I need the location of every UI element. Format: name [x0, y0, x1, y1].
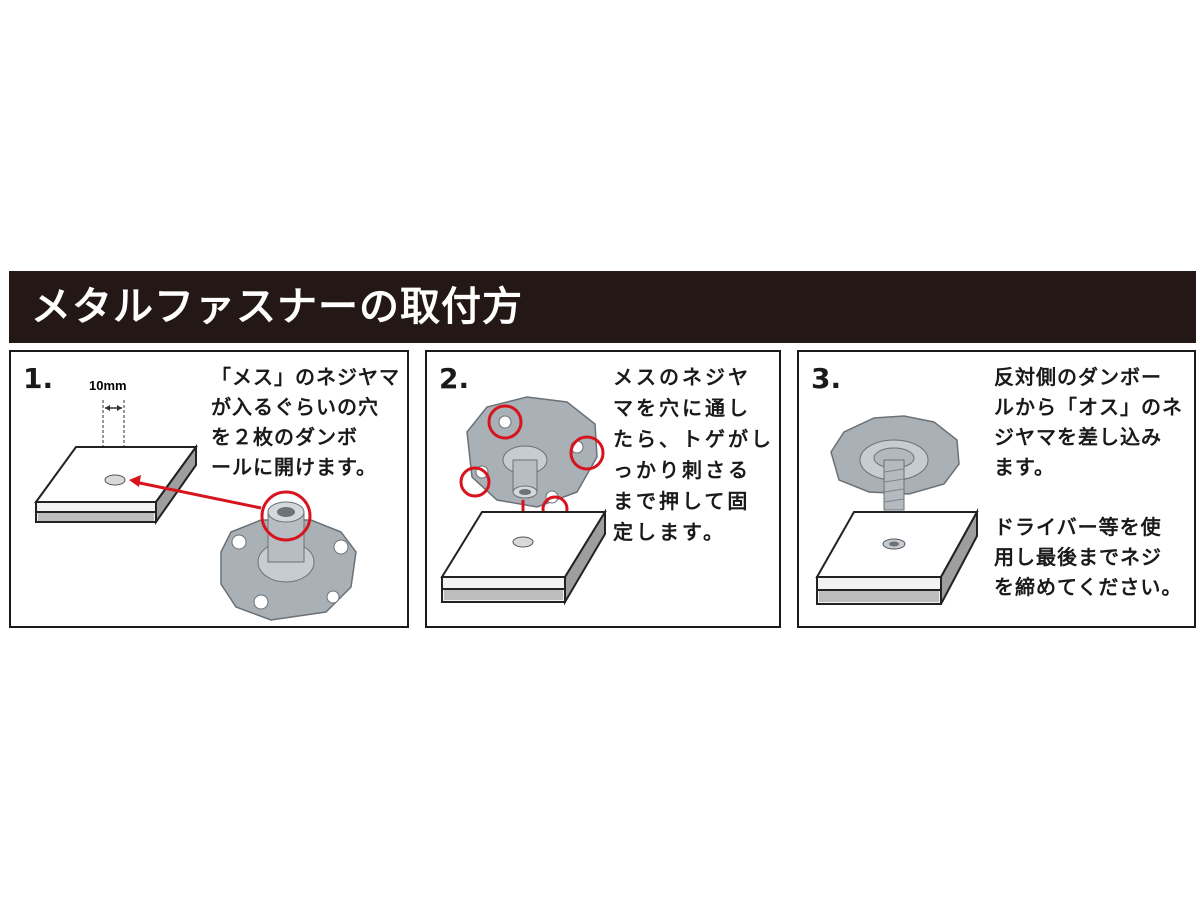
cardboard-stack — [440, 508, 607, 606]
step-1-dimension-label: 10mm — [89, 378, 127, 393]
step-3-illustration — [815, 415, 979, 605]
step-1-description: 「メス」のネジヤマ が入るぐらいの穴 を２枚のダンボ ールに開けます。 — [211, 365, 400, 479]
cardboard-stack — [815, 508, 979, 605]
step-2-number: 2. — [439, 362, 470, 395]
step-1-illustration: 10mm — [34, 378, 357, 621]
step-3-panel: 3. 反対側のダンボー ルから「オス」のネ ジヤマを差し込み ます。 ドライバー… — [797, 350, 1196, 628]
metal-fastener — [220, 490, 357, 621]
title-banner: メタルファスナーの取付方 — [9, 271, 1196, 343]
step-3-number: 3. — [811, 362, 842, 395]
bolt — [830, 415, 960, 511]
step-2-illustration — [440, 396, 607, 606]
step-3-description: 反対側のダンボー ルから「オス」のネ ジヤマを差し込み ます。 ドライバー等を使… — [994, 365, 1183, 599]
step-2-description: メスのネジヤ マを穴に通し たら、トゲがし っかり刺さる まで押して固 定します… — [613, 365, 774, 544]
cardboard-stack — [34, 443, 198, 526]
page-title: メタルファスナーの取付方 — [31, 284, 523, 330]
step-1-number: 1. — [23, 362, 54, 395]
step-2-panel: 2. メスのネジヤ マを穴に — [425, 350, 781, 628]
metal-fastener — [459, 396, 605, 523]
step-1-panel: 1. 10mm — [9, 350, 409, 628]
